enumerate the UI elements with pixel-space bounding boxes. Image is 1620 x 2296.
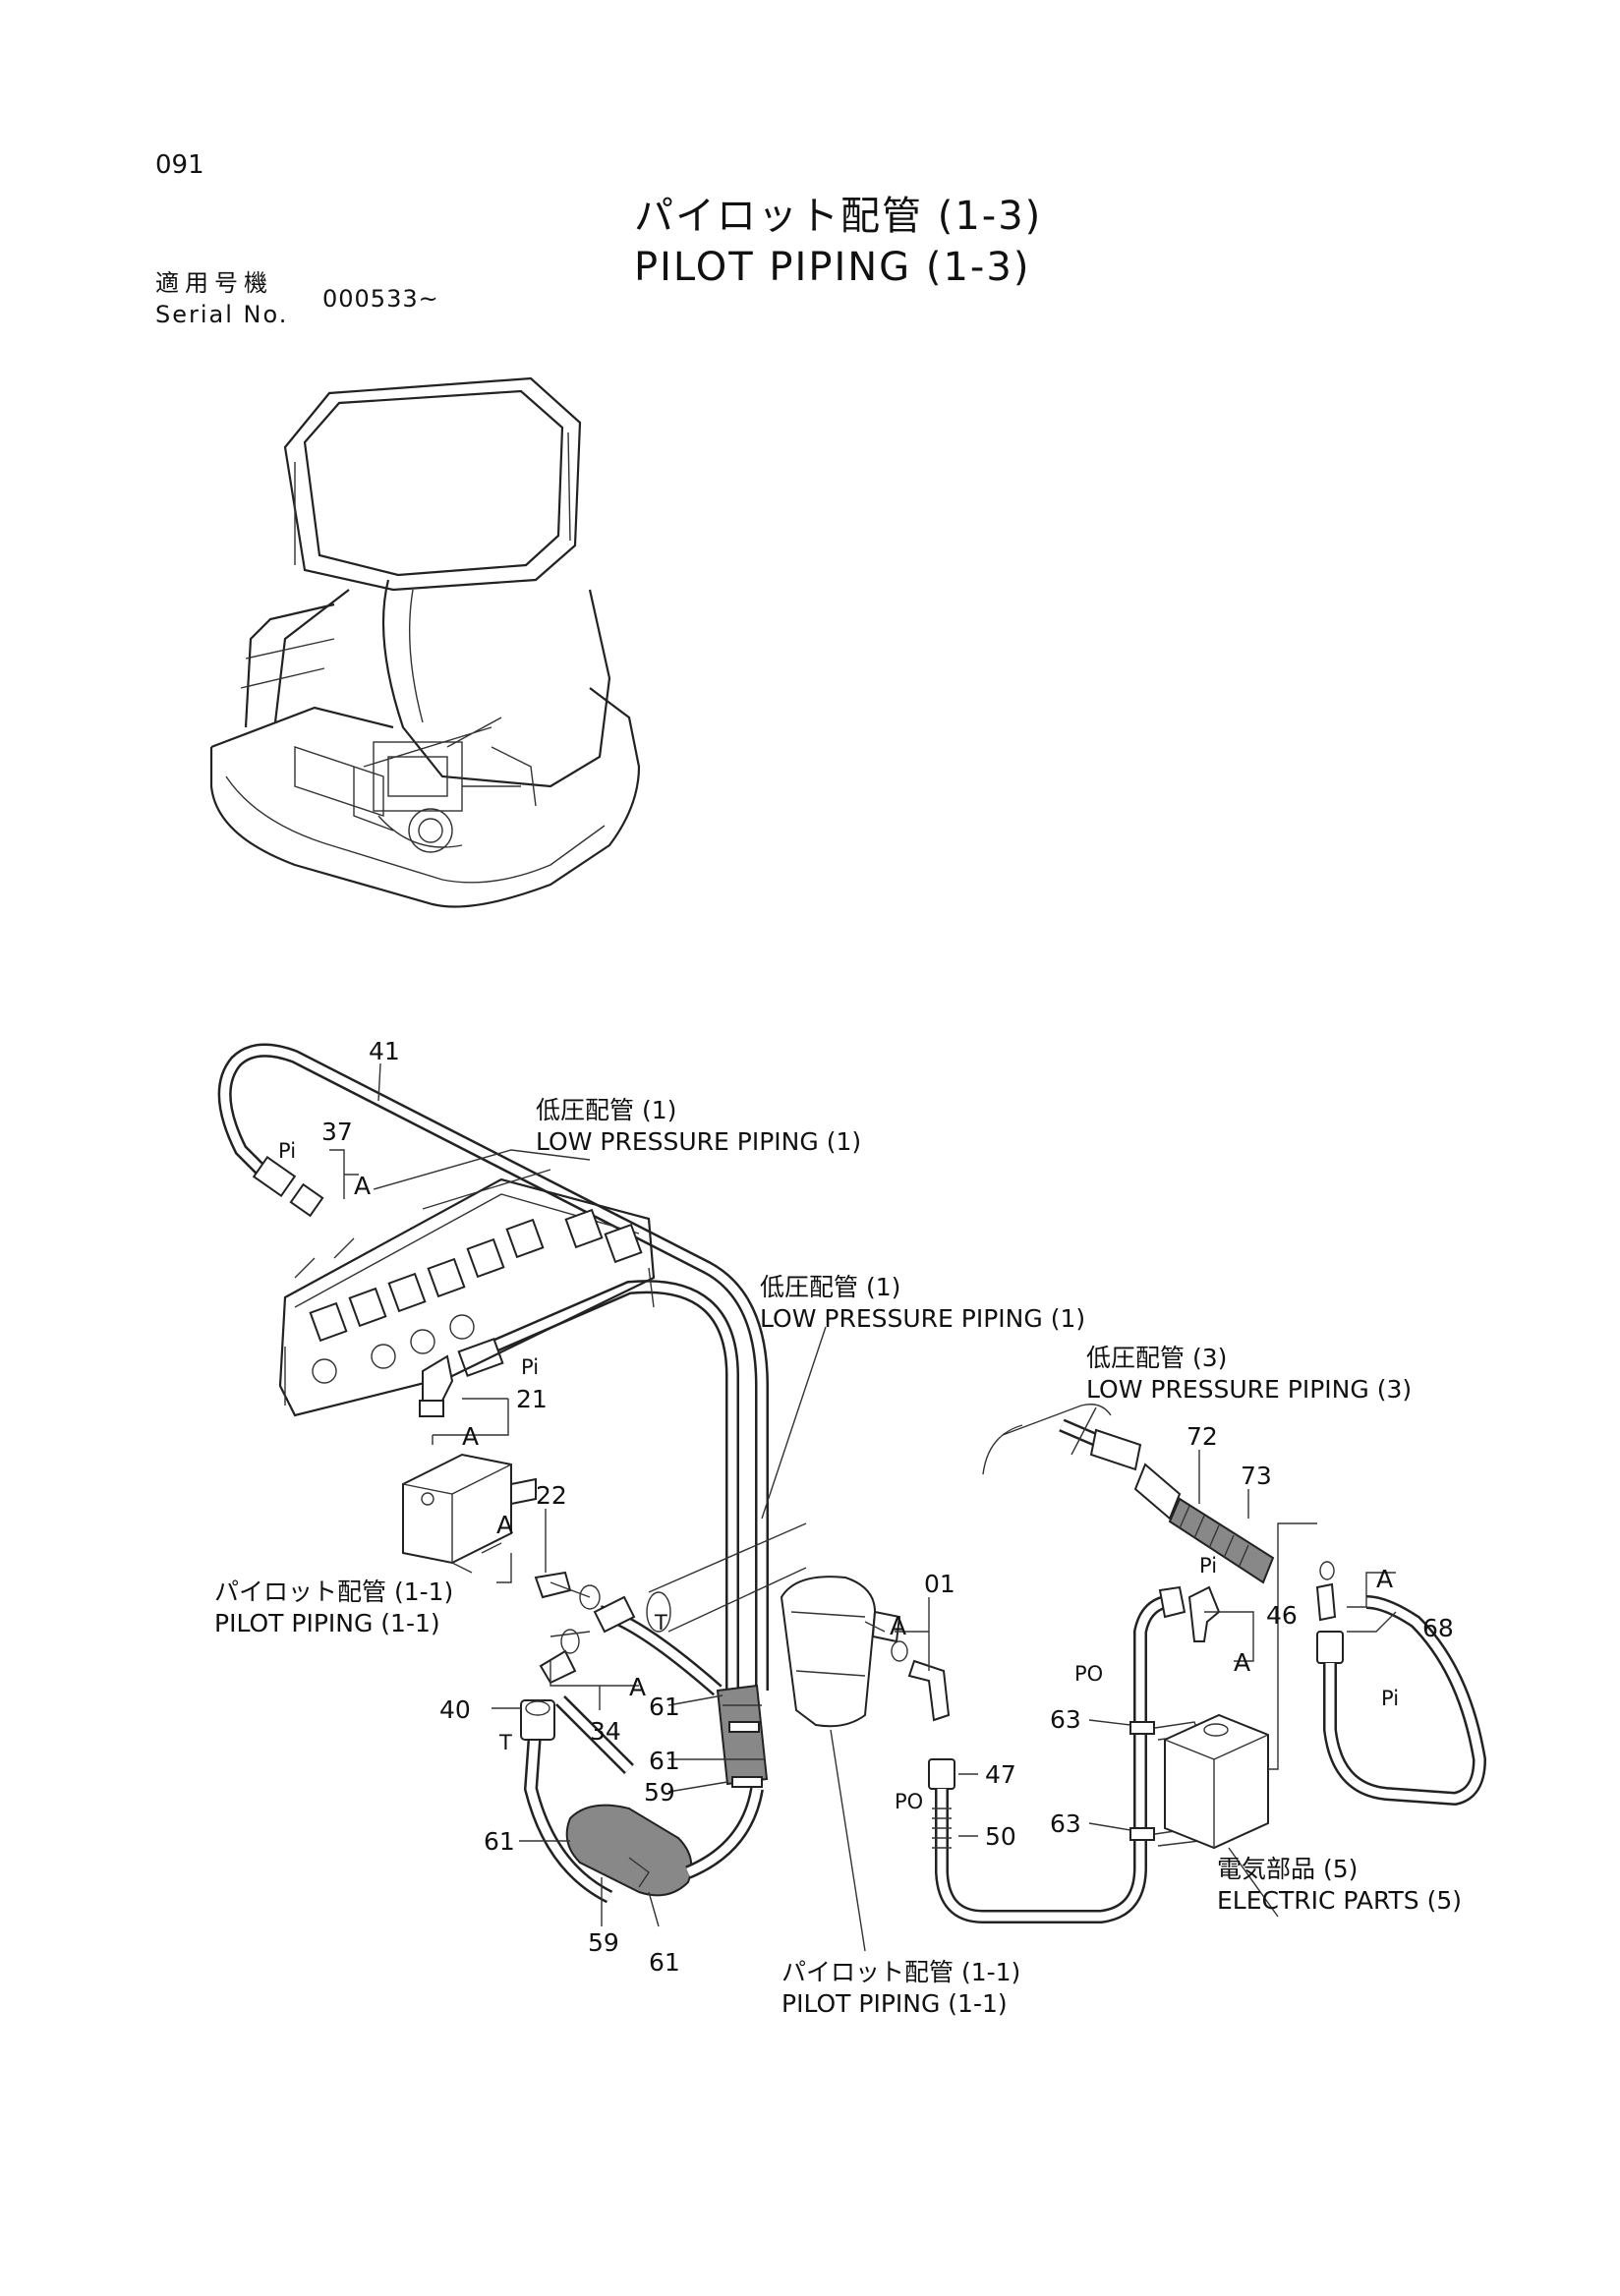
lower-hoses	[520, 1581, 723, 1904]
pipe-41	[217, 1043, 769, 1691]
callout-21: 21	[516, 1385, 548, 1413]
marker-a-6: A	[1234, 1648, 1250, 1677]
electric-parts-box	[1164, 1713, 1269, 1850]
port-po-2: PO	[895, 1790, 923, 1813]
machine-overview-drawing	[209, 376, 641, 908]
ref-pilot-piping-1-1a: PILOT PIPING (1-1)	[214, 1609, 440, 1637]
ref-low-pressure-1b-jp: 低圧配管 (1)	[760, 1273, 900, 1301]
callout-61-upper: 61	[649, 1693, 680, 1721]
reference-captions: 低圧配管 (1) LOW PRESSURE PIPING (1) 低圧配管 (1…	[214, 1096, 1462, 2018]
port-pi-4: Pi	[1381, 1687, 1399, 1710]
ref-electric-parts: ELECTRIC PARTS (5)	[1217, 1886, 1462, 1915]
callout-63-upper: 63	[1050, 1705, 1081, 1734]
marker-a-7: A	[1376, 1565, 1393, 1593]
callout-37: 37	[321, 1118, 353, 1146]
serial-number: 000533~	[322, 285, 439, 313]
callout-22: 22	[536, 1481, 567, 1510]
ref-low-pressure-3: LOW PRESSURE PIPING (3)	[1086, 1375, 1412, 1404]
callout-61-left: 61	[484, 1827, 515, 1856]
port-pi-1: Pi	[278, 1139, 296, 1163]
page-number: 091	[155, 150, 204, 180]
port-labels: Pi Pi Pi Pi PO PO T T A A A A A A A	[278, 1139, 1399, 1813]
page-title-japanese: パイロット配管 (1-3)	[634, 194, 1043, 239]
callout-46: 46	[1266, 1601, 1298, 1630]
callout-59-upper: 59	[644, 1778, 675, 1807]
marker-a-5: A	[890, 1612, 906, 1640]
ref-pilot-piping-1-1b: PILOT PIPING (1-1)	[781, 1989, 1008, 2018]
callout-63-lower: 63	[1050, 1809, 1081, 1838]
callout-numbers: 41 37 21 22 40 34 61 61 59 61 59 61 01 4…	[321, 1037, 1454, 1977]
callout-73: 73	[1241, 1462, 1272, 1490]
callout-41: 41	[369, 1037, 400, 1065]
callout-40: 40	[439, 1695, 471, 1724]
port-pi-3: Pi	[1199, 1554, 1217, 1578]
marker-a-1: A	[354, 1172, 371, 1200]
callout-59-lower: 59	[588, 1928, 619, 1957]
background-tank-outlines	[646, 1404, 1112, 1633]
callout-61-lower: 61	[649, 1948, 680, 1977]
marker-a-2: A	[462, 1422, 479, 1451]
callout-01: 01	[924, 1570, 955, 1598]
callout-50: 50	[985, 1822, 1016, 1851]
leader-lines	[329, 1062, 1397, 1952]
callout-68: 68	[1422, 1614, 1454, 1642]
callout-47: 47	[985, 1760, 1016, 1789]
serial-label: Serial No.	[155, 301, 289, 328]
ref-low-pressure-1a-jp: 低圧配管 (1)	[536, 1096, 676, 1124]
ref-low-pressure-1a: LOW PRESSURE PIPING (1)	[536, 1127, 861, 1156]
wrapped-hose-bundle	[565, 1684, 769, 1897]
ref-low-pressure-3-jp: 低圧配管 (3)	[1086, 1344, 1227, 1372]
ref-pilot-piping-1-1b-jp: パイロット配管 (1-1)	[781, 1958, 1020, 1986]
port-t-2: T	[498, 1731, 512, 1754]
serial-label-japanese: 適用号機	[155, 269, 273, 297]
callout-61-middle: 61	[649, 1747, 680, 1775]
control-valve-assembly	[278, 1149, 656, 1417]
marker-a-4: A	[629, 1673, 646, 1701]
callout-34: 34	[590, 1717, 621, 1746]
ref-electric-parts-jp: 電気部品 (5)	[1217, 1855, 1358, 1883]
filter-01	[780, 1576, 951, 1728]
page-title: PILOT PIPING (1-3)	[634, 245, 1031, 290]
port-pi-2: Pi	[521, 1355, 539, 1379]
callout-72: 72	[1186, 1422, 1218, 1451]
port-po-1: PO	[1074, 1662, 1103, 1686]
pipe-72-73-68	[1059, 1418, 1487, 1807]
port-t-1: T	[654, 1611, 667, 1635]
valve-block-22	[402, 1453, 572, 1599]
marker-a-3: A	[496, 1511, 513, 1539]
ref-low-pressure-1b: LOW PRESSURE PIPING (1)	[760, 1304, 1085, 1333]
ref-pilot-piping-1-1a-jp: パイロット配管 (1-1)	[214, 1578, 453, 1606]
